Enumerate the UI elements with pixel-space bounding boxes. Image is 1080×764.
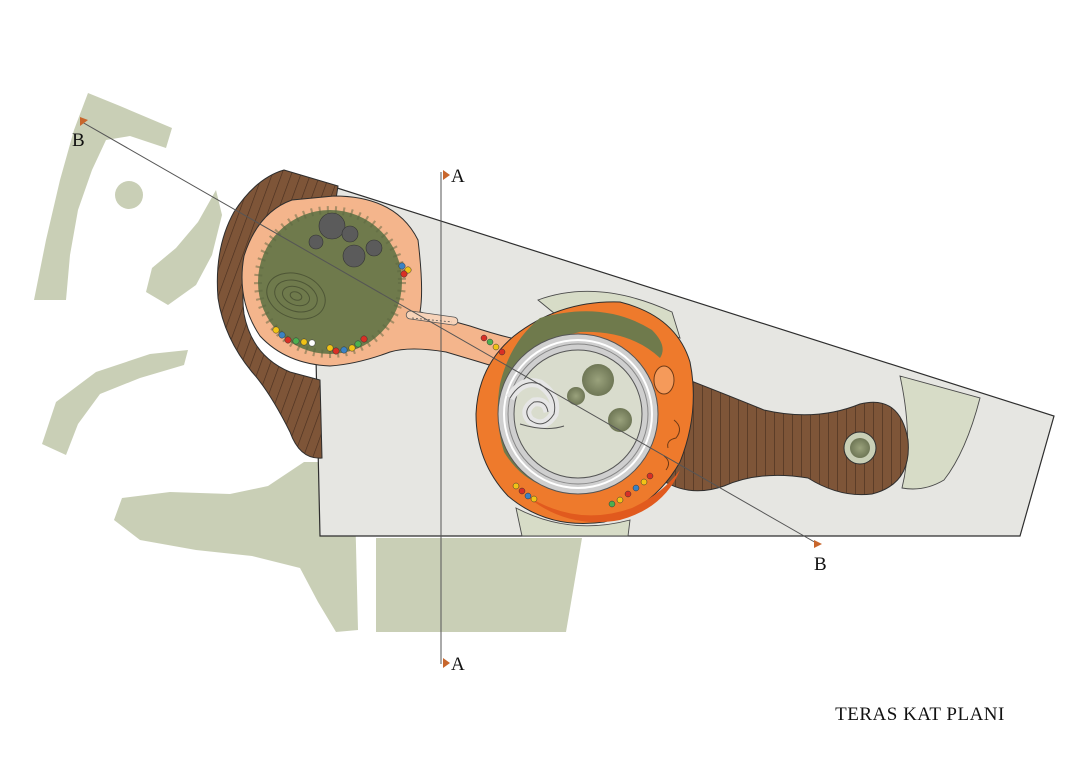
flower-clusters-center (480, 334, 654, 508)
deep-orange-swoosh (524, 470, 680, 523)
contour-rings (266, 272, 326, 320)
orange-band-ornaments (653, 365, 680, 471)
landscape-round-islet (115, 181, 143, 209)
landscape-shape-5 (376, 538, 582, 632)
paving-planting-beds (515, 290, 981, 537)
landscape-shape-2 (146, 190, 222, 305)
stepping-stones (308, 212, 383, 268)
grey-ring-inner-line (507, 343, 649, 485)
landscape-shape-3 (42, 350, 188, 455)
section-a-bottom-label: A (451, 654, 465, 675)
flower-clusters-left (272, 262, 412, 355)
deck-right-boardwalk (661, 371, 909, 496)
central-circle-garden (475, 301, 694, 525)
landscape-areas (34, 93, 582, 632)
section-a-top-arrow (443, 170, 450, 180)
bed-right-corner (899, 375, 981, 490)
section-line-b: B B (72, 117, 827, 575)
green-outer-bed (497, 311, 663, 486)
landscape-shape-4 (114, 462, 358, 632)
section-a-top-label: A (451, 166, 465, 187)
landscape-shape-1 (34, 93, 172, 300)
deck-tree (850, 438, 870, 458)
section-b-bottom-arrow (814, 540, 822, 548)
section-b-bottom-label: B (814, 554, 827, 575)
section-a-bottom-arrow (443, 658, 450, 668)
section-b-top-label: B (72, 130, 85, 151)
bed-lower-middle (515, 507, 631, 537)
inner-trees (567, 364, 632, 432)
section-line-a: A A (440, 166, 465, 675)
lawn-texture (254, 206, 406, 358)
section-b-top-arrow (80, 117, 88, 126)
grey-ring-mid (503, 339, 653, 489)
upper-left-garden (241, 195, 521, 373)
plan-title: TERAS KAT PLANI (835, 704, 1005, 725)
